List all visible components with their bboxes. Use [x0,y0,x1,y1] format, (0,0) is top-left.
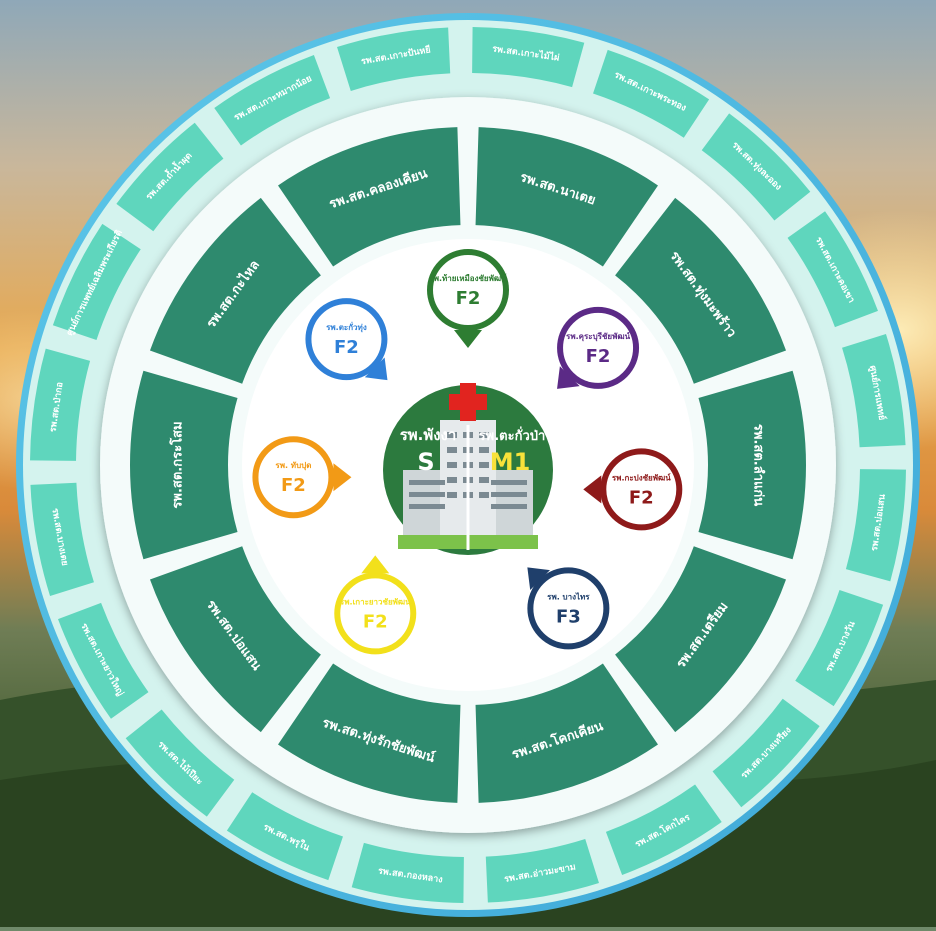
hospital-node: รพ.คุระบุรีชัยพัฒน์ F2 [557,306,640,389]
inner-ring-tile [615,197,787,384]
hospital-node: รพ. ทับปุด F2 [252,436,352,519]
inner-ring-tile [698,370,806,560]
outer-ring-tile [116,122,224,232]
inner-ring-tile [475,127,658,267]
flow-arrow-icon [454,330,482,348]
hub-right-level: M1 [490,448,531,476]
inner-ring-tile [278,663,461,803]
hospital-name: รพ.กะปงชัยพัฒน์ [612,472,671,482]
hospital-node: รพ.ท้ายเหมืองชัยพัฒน์ F2 [427,249,509,348]
hospital-node-ring [334,572,417,655]
outer-ring-tile [712,698,820,808]
flow-arrow-icon [361,555,390,574]
inner-ring-tiles: รพ.สต.นาเตยรพ.สต.ทุ่งมะพร้าวรพ.สต.ลำแก่น… [129,127,806,803]
inner-ring-tile [149,546,321,733]
outer-ring-tile [485,839,599,903]
hospital-name: รพ.เกาะยาวชัยพัฒน์ [340,596,411,606]
hospital-node-ring [305,298,388,381]
outer-ring-tile [30,348,91,461]
red-cross-icon [449,383,487,421]
hospital-level: F2 [334,337,359,358]
inner-ring-tile [475,663,658,803]
inner-ring-tile [149,197,321,384]
outer-ring-tile [337,27,451,91]
hospital-node: รพ. บางไทร F3 [527,567,610,650]
inner-ring-tile [129,370,238,560]
inner-ring-tile [615,546,787,733]
outer-ring-tile [605,784,722,875]
hospital-name: รพ.คุระบุรีชัยพัฒน์ [566,331,631,342]
outer-ring-tile [30,482,94,596]
hospital-level: F3 [556,606,581,627]
hospital-name: รพ.ตะกั่วทุ่ง [326,321,367,333]
hospital-name: รพ. บางไทร [547,591,590,601]
outer-ring-tile [472,27,585,88]
outer-ring-tile [842,334,906,448]
outer-ring-tile [701,113,811,221]
hospital-node-ring [527,567,610,650]
hospital-name: รพ. ทับปุด [275,461,311,471]
outer-ring-tile [125,709,235,817]
hub-right-name: รพ.ตะกั่วป่า [479,426,546,444]
hospital-node: รพ.ตะกั่วทุ่ง F2 [305,298,388,381]
outer-ring-tile [795,590,884,707]
hospital-node-ring [557,306,640,389]
outer-ring-tile [52,223,141,340]
flow-arrow-icon [333,463,352,492]
inner-ring-label: รพ.สต.ลำแก่น [751,424,767,506]
hospital-node: รพ.เกาะยาวชัยพัฒน์ F2 [334,555,417,655]
hospital-name: รพ.ท้ายเหมืองชัยพัฒน์ [429,273,507,283]
hospital-level: F2 [629,487,654,508]
hospital-level: F2 [363,611,388,632]
flow-arrow-icon [527,567,550,590]
outer-ring-tile [214,55,331,146]
outer-ring-tile [787,211,878,328]
outer-ring-tiles: รพ.สต.เกาะไม้ไผ่รพ.สต.เกาะพระทองรพ.สต.ทุ… [30,27,906,903]
hospital-node: รพ.กะปงชัยพัฒน์ F2 [583,448,683,531]
hospital-node-ring [600,448,683,531]
hub-left-level: S [417,448,434,476]
inner-ring-label: รพ.สต.กระโสม [169,421,186,508]
hub-left-name: รพ.พังงา [400,426,457,444]
hospital-level: F2 [586,346,611,367]
hospital-node-ring [427,249,509,331]
hospital-level: F2 [456,288,481,309]
hospital-node-ring [252,436,335,519]
hospital-nodes: รพ.ท้ายเหมืองชัยพัฒน์F2รพ.คุระบุรีชัยพัฒ… [252,249,683,655]
outer-ring-tile [351,842,464,903]
inner-ring-tile [278,127,461,267]
hub: รพ.พังงา S รพ.ตะกั่วป่า M1 [383,383,553,555]
outer-ring-tile [58,602,149,719]
outer-ring-tile [593,49,710,138]
flow-arrow-icon [583,475,602,504]
hospital-level: F2 [281,475,306,496]
flow-arrow-icon [557,366,580,389]
flow-arrow-icon [364,357,388,381]
outer-ring-tile [226,792,343,881]
outer-ring-tile [845,469,906,582]
